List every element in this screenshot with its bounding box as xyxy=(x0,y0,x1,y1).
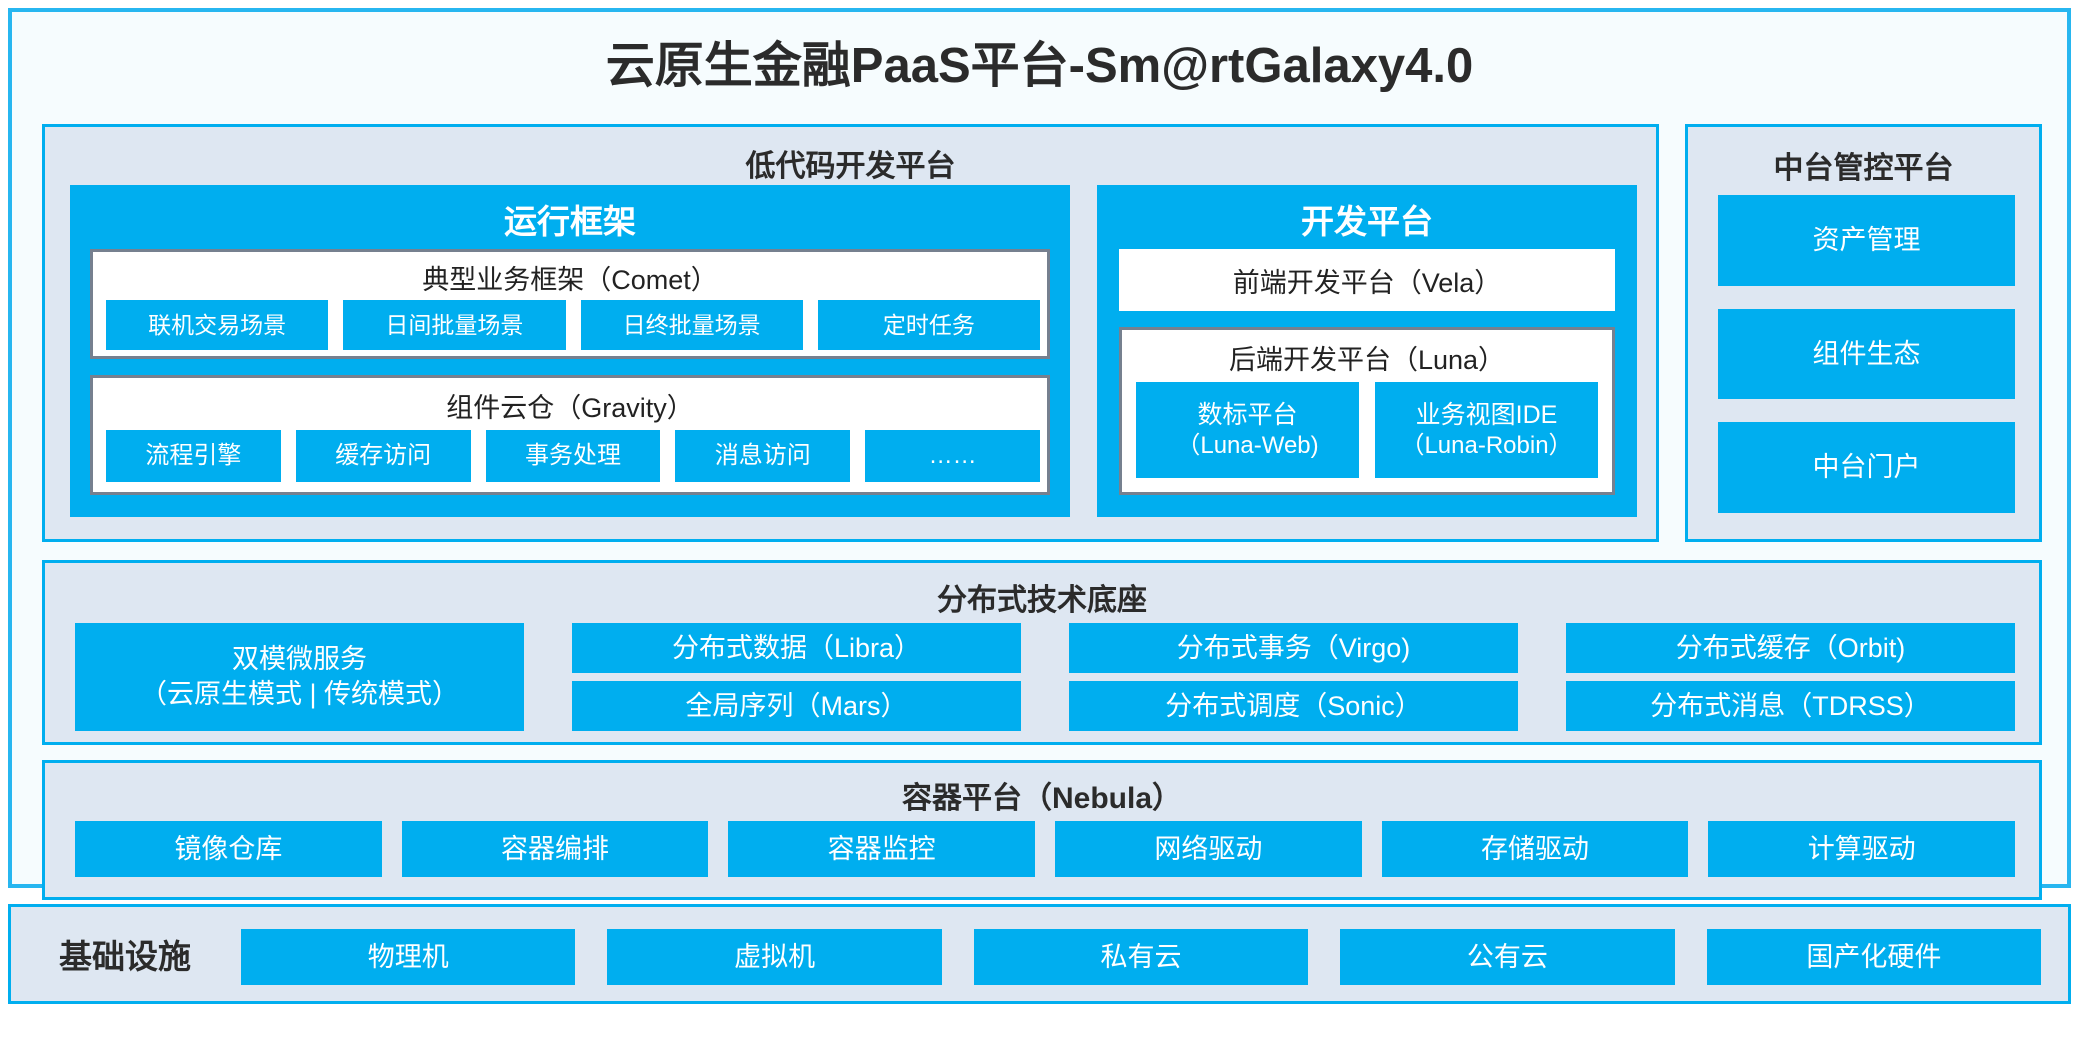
container-item-list: 镜像仓库 容器编排 容器监控 网络驱动 存储驱动 计算驱动 xyxy=(75,821,2016,877)
midend-item-list: 资产管理 组件生态 中台门户 xyxy=(1718,195,2015,514)
base-item-dual-mode-microservice[interactable]: 双模微服务 （云原生模式 | 传统模式） xyxy=(75,623,524,731)
row-lowcode-and-midend: 低代码开发平台 运行框架 典型业务框架（Comet） 联机交易场景 日间批量场景… xyxy=(42,124,2042,542)
luna-title: 后端开发平台（Luna） xyxy=(1228,345,1506,375)
luna-item-robin-sub: （Luna-Robin） xyxy=(1400,431,1573,459)
luna-item-robin[interactable]: 业务视图IDE （Luna-Robin） xyxy=(1375,382,1598,478)
infrastructure-label: 基础设施 xyxy=(59,938,191,975)
comet-card: 典型业务框架（Comet） 联机交易场景 日间批量场景 日终批量场景 定时任务 xyxy=(90,249,1050,359)
base-item-dual-mode-name: 双模微服务 xyxy=(232,644,367,675)
infra-item-virtual-machine[interactable]: 虚拟机 xyxy=(607,929,942,985)
lowcode-platform-title: 低代码开发平台 xyxy=(745,150,956,183)
distributed-tech-base-title: 分布式技术底座 xyxy=(937,584,1147,617)
gravity-title: 组件云仓（Gravity） xyxy=(446,393,694,423)
vela-frontend-card[interactable]: 前端开发平台（Vela） xyxy=(1119,249,1615,311)
base-item-distributed-message[interactable]: 分布式消息（TDRSS） xyxy=(1566,681,2015,731)
base-item-global-sequence[interactable]: 全局序列（Mars） xyxy=(572,681,1021,731)
base-column-transaction: 分布式事务（Virgo) 分布式调度（Sonic） xyxy=(1069,623,1518,731)
comet-item-list: 联机交易场景 日间批量场景 日终批量场景 定时任务 xyxy=(106,300,1040,350)
runtime-framework-block: 运行框架 典型业务框架（Comet） 联机交易场景 日间批量场景 日终批量场景 … xyxy=(70,185,1070,517)
container-platform-panel: 容器平台（Nebula） 镜像仓库 容器编排 容器监控 网络驱动 存储驱动 计算… xyxy=(42,760,2042,900)
gravity-item[interactable]: 流程引擎 xyxy=(106,430,281,482)
page-title: 云原生金融PaaS平台-Sm@rtGalaxy4.0 xyxy=(605,39,1474,93)
base-column-cache: 分布式缓存（Orbit) 分布式消息（TDRSS） xyxy=(1566,623,2015,731)
base-item-distributed-scheduling[interactable]: 分布式调度（Sonic） xyxy=(1069,681,1518,731)
container-item-monitoring[interactable]: 容器监控 xyxy=(728,821,1036,877)
container-item-compute-driver[interactable]: 计算驱动 xyxy=(1708,821,2016,877)
lowcode-platform-panel: 低代码开发平台 运行框架 典型业务框架（Comet） 联机交易场景 日间批量场景… xyxy=(42,124,1659,542)
infrastructure-item-list: 物理机 虚拟机 私有云 公有云 国产化硬件 xyxy=(241,929,2042,985)
gravity-item-list: 流程引擎 缓存访问 事务处理 消息访问 …… xyxy=(106,430,1040,482)
gravity-item[interactable]: 消息访问 xyxy=(675,430,851,482)
midend-item-component-ecosystem[interactable]: 组件生态 xyxy=(1718,308,2015,400)
distributed-tech-base-grid: 双模微服务 （云原生模式 | 传统模式） 分布式数据（Libra） 全局序列（M… xyxy=(75,623,2015,731)
base-item-dual-mode-sub: （云原生模式 | 传统模式） xyxy=(139,679,460,709)
platform-frame: 云原生金融PaaS平台-Sm@rtGalaxy4.0 低代码开发平台 运行框架 … xyxy=(8,8,2071,900)
runtime-framework-title: 运行框架 xyxy=(504,203,636,240)
luna-item-web[interactable]: 数标平台 （Luna-Web) xyxy=(1136,382,1359,478)
infra-item-private-cloud[interactable]: 私有云 xyxy=(973,929,1309,985)
base-column-microservice: 双模微服务 （云原生模式 | 传统模式） xyxy=(75,623,524,731)
comet-title: 典型业务框架（Comet） xyxy=(422,265,718,295)
luna-item-list: 数标平台 （Luna-Web) 业务视图IDE （Luna-Robin） xyxy=(1136,382,1598,478)
infrastructure-panel: 基础设施 物理机 虚拟机 私有云 公有云 国产化硬件 xyxy=(8,904,2071,1004)
luna-item-robin-name: 业务视图IDE xyxy=(1415,401,1558,430)
comet-item[interactable]: 联机交易场景 xyxy=(106,300,329,350)
base-item-distributed-cache[interactable]: 分布式缓存（Orbit) xyxy=(1566,623,2015,673)
luna-backend-card: 后端开发平台（Luna） 数标平台 （Luna-Web) 业务视图IDE （Lu… xyxy=(1119,327,1615,495)
comet-item[interactable]: 日终批量场景 xyxy=(580,300,803,350)
gravity-item-more[interactable]: …… xyxy=(865,430,1040,482)
base-item-distributed-transaction[interactable]: 分布式事务（Virgo) xyxy=(1069,623,1518,673)
luna-item-web-name: 数标平台 xyxy=(1197,401,1298,430)
container-item-image-registry[interactable]: 镜像仓库 xyxy=(75,821,382,877)
container-item-orchestration[interactable]: 容器编排 xyxy=(401,821,709,877)
infra-item-public-cloud[interactable]: 公有云 xyxy=(1340,929,1675,985)
comet-item[interactable]: 日间批量场景 xyxy=(343,300,566,350)
container-item-network-driver[interactable]: 网络驱动 xyxy=(1055,821,1362,877)
base-column-data: 分布式数据（Libra） 全局序列（Mars） xyxy=(572,623,1021,731)
development-platform-title: 开发平台 xyxy=(1301,203,1433,240)
gravity-card: 组件云仓（Gravity） 流程引擎 缓存访问 事务处理 消息访问 …… xyxy=(90,375,1050,495)
base-item-distributed-data[interactable]: 分布式数据（Libra） xyxy=(572,623,1021,673)
container-item-storage-driver[interactable]: 存储驱动 xyxy=(1381,821,1689,877)
midend-item-portal[interactable]: 中台门户 xyxy=(1718,422,2015,514)
gravity-item[interactable]: 事务处理 xyxy=(485,430,661,482)
infra-item-physical-machine[interactable]: 物理机 xyxy=(241,929,576,985)
development-platform-block: 开发平台 前端开发平台（Vela） 后端开发平台（Luna） 数标平台 （Lun… xyxy=(1097,185,1637,517)
comet-item[interactable]: 定时任务 xyxy=(817,300,1040,350)
midend-control-platform-title: 中台管控平台 xyxy=(1773,152,1954,185)
luna-item-web-sub: （Luna-Web) xyxy=(1176,431,1319,459)
infra-item-domestic-hardware[interactable]: 国产化硬件 xyxy=(1706,929,2042,985)
distributed-tech-base-panel: 分布式技术底座 双模微服务 （云原生模式 | 传统模式） 分布式数据（Libra… xyxy=(42,560,2042,745)
midend-control-platform-panel: 中台管控平台 资产管理 组件生态 中台门户 xyxy=(1685,124,2042,542)
midend-item-asset-management[interactable]: 资产管理 xyxy=(1718,195,2015,286)
gravity-item[interactable]: 缓存访问 xyxy=(295,430,471,482)
container-platform-title: 容器平台（Nebula） xyxy=(901,782,1183,815)
